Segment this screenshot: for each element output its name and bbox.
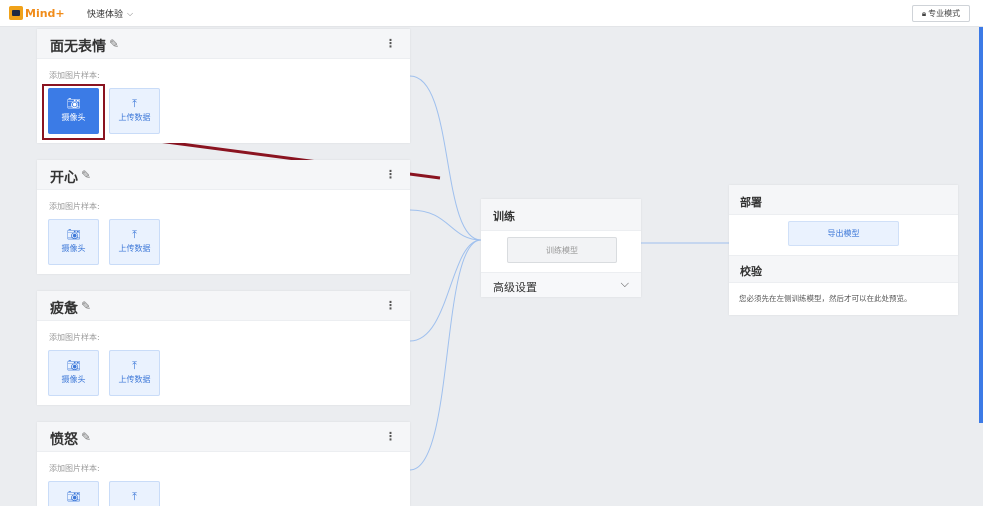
- verify-message: 您必须先在左侧训练模型，然后才可以在此处预览。: [739, 294, 912, 303]
- camera-icon: 📷︎: [66, 490, 81, 503]
- advanced-settings-label: 高级设置: [493, 281, 537, 294]
- export-model-button[interactable]: 导出模型: [788, 221, 899, 246]
- camera-label: 摄像头: [61, 244, 86, 253]
- pencil-icon[interactable]: ✎: [81, 299, 92, 313]
- upload-icon: ⤒: [132, 97, 137, 110]
- connector-line: [409, 75, 482, 241]
- highlight-box: [42, 84, 105, 140]
- verify-header: 校验: [729, 255, 958, 283]
- logo-text: Mind+: [25, 6, 65, 20]
- card-header: 面无表情 ✎ ⋮: [37, 29, 410, 59]
- card-header: 疲惫 ✎ ⋮: [37, 291, 410, 321]
- pro-mode-label: 专业模式: [928, 9, 961, 18]
- more-vertical-icon[interactable]: ⋮: [385, 168, 396, 181]
- verify-title: 校验: [740, 265, 762, 278]
- upload-icon: ⤒: [132, 490, 137, 503]
- train-model-button[interactable]: 训练模型: [507, 237, 617, 263]
- deploy-header: 部署: [729, 185, 958, 215]
- class-card: 开心 ✎ ⋮ 添加图片样本: 📷︎ 摄像头 ⤒ 上传数据: [37, 160, 410, 274]
- connector-line: [409, 239, 482, 471]
- class-title[interactable]: 疲惫: [50, 301, 78, 317]
- train-title: 训练: [493, 210, 515, 223]
- chevron-down-icon: ⌵: [127, 8, 134, 18]
- connector-line: [409, 239, 482, 342]
- camera-button[interactable]: 📷︎ 摄像头: [48, 350, 99, 396]
- upload-button[interactable]: ⤒ 上传数据: [109, 350, 160, 396]
- upload-icon: ⤒: [132, 228, 137, 241]
- class-title[interactable]: 面无表情: [50, 39, 106, 55]
- more-vertical-icon[interactable]: ⋮: [385, 37, 396, 50]
- camera-button[interactable]: 📷︎ 摄像头: [48, 481, 99, 506]
- camera-label: 摄像头: [61, 375, 86, 384]
- deploy-panel: 部署 导出模型 校验 您必须先在左侧训练模型，然后才可以在此处预览。: [729, 185, 958, 315]
- camera-label: 摄像头: [61, 113, 86, 122]
- card-header: 开心 ✎ ⋮: [37, 160, 410, 190]
- camera-icon: 📷︎: [66, 359, 81, 372]
- class-card: 疲惫 ✎ ⋮ 添加图片样本: 📷︎ 摄像头 ⤒ 上传数据: [37, 291, 410, 405]
- train-panel: 训练 训练模型 高级设置 ⌵: [481, 199, 641, 297]
- deploy-title: 部署: [740, 196, 762, 209]
- camera-button[interactable]: 📷︎ 摄像头: [48, 219, 99, 265]
- class-title[interactable]: 愤怒: [50, 432, 78, 448]
- upload-icon: ⤒: [132, 359, 137, 372]
- card-header: 愤怒 ✎ ⋮: [37, 422, 410, 452]
- sample-label: 添加图片样本:: [49, 202, 100, 211]
- pencil-icon[interactable]: ✎: [109, 37, 120, 51]
- class-title[interactable]: 开心: [50, 170, 78, 186]
- upload-label: 上传数据: [118, 113, 151, 122]
- pencil-icon[interactable]: ✎: [81, 168, 92, 182]
- sample-label: 添加图片样本:: [49, 71, 100, 80]
- more-vertical-icon[interactable]: ⋮: [385, 430, 396, 443]
- train-header: 训练: [481, 199, 641, 231]
- lock-icon: 🔒︎: [921, 8, 927, 18]
- camera-icon: 📷︎: [66, 228, 81, 241]
- top-bar: Mind+ 快速体验 ⌵ 🔒︎ 专业模式: [0, 0, 983, 27]
- upload-label: 上传数据: [118, 244, 151, 253]
- upload-label: 上传数据: [118, 375, 151, 384]
- upload-button[interactable]: ⤒ 上传数据: [109, 219, 160, 265]
- more-vertical-icon[interactable]: ⋮: [385, 299, 396, 312]
- scrollbar[interactable]: [979, 27, 983, 423]
- sample-label: 添加图片样本:: [49, 464, 100, 473]
- class-card: 面无表情 ✎ ⋮ 添加图片样本: 📷︎ 摄像头 ⤒ 上传数据: [37, 29, 410, 143]
- upload-button[interactable]: ⤒ 上传数据: [109, 481, 160, 506]
- chevron-down-icon: ⌵: [620, 277, 629, 290]
- camera-button[interactable]: 📷︎ 摄像头: [48, 88, 99, 134]
- mind-logo-icon: [9, 6, 23, 20]
- class-card: 愤怒 ✎ ⋮ 添加图片样本: 📷︎ 摄像头 ⤒ 上传数据: [37, 422, 410, 506]
- upload-button[interactable]: ⤒ 上传数据: [109, 88, 160, 134]
- pencil-icon[interactable]: ✎: [81, 430, 92, 444]
- sample-label: 添加图片样本:: [49, 333, 100, 342]
- advanced-settings-toggle[interactable]: 高级设置 ⌵: [481, 272, 641, 297]
- connector-line: [409, 209, 482, 241]
- app-logo[interactable]: Mind+: [9, 4, 65, 22]
- quick-experience-menu[interactable]: 快速体验 ⌵: [87, 7, 134, 21]
- camera-icon: 📷︎: [66, 97, 81, 110]
- pro-mode-button[interactable]: 🔒︎ 专业模式: [912, 5, 970, 22]
- quick-experience-label: 快速体验: [87, 10, 124, 20]
